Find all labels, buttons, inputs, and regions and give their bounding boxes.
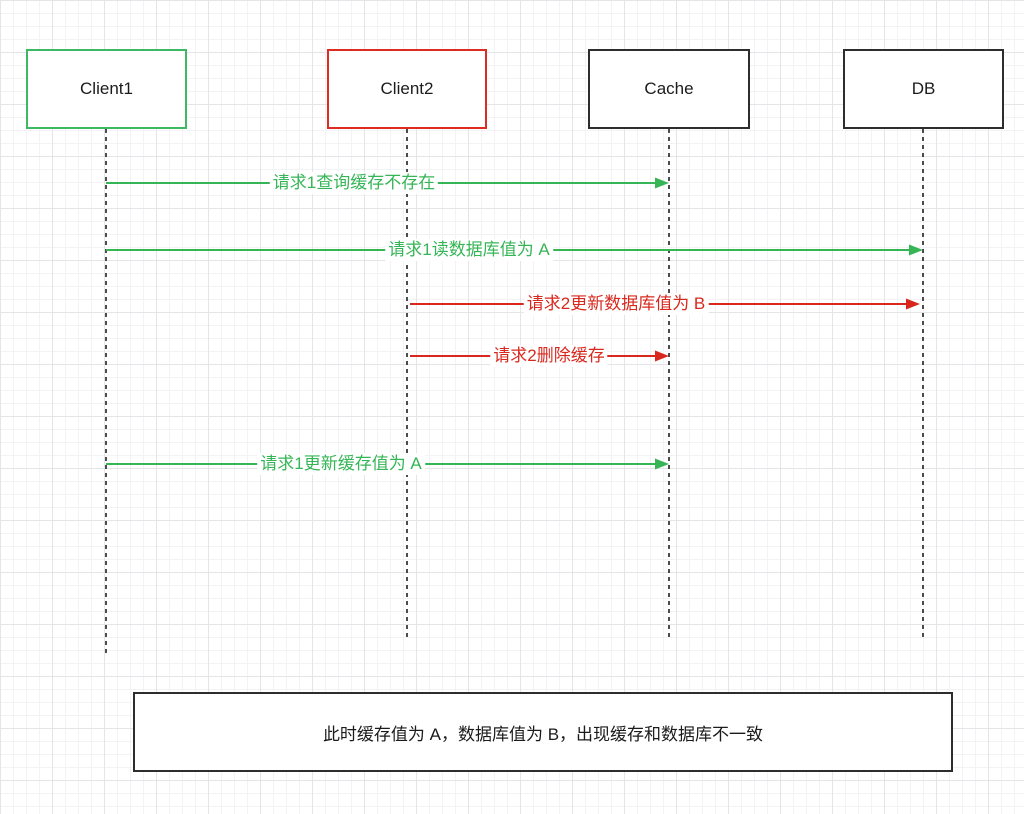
message-label-4: 请求2删除缓存 <box>490 345 608 367</box>
message-label-5: 请求1更新缓存值为 A <box>257 453 425 475</box>
actor-label-client2: Client2 <box>380 79 434 98</box>
actor-box-db: DB <box>843 49 1004 129</box>
note-text: 此时缓存值为 A，数据库值为 B，出现缓存和数据库不一致 <box>322 724 764 744</box>
note-box: 此时缓存值为 A，数据库值为 B，出现缓存和数据库不一致 <box>133 692 953 772</box>
message-label-1: 请求1查询缓存不存在 <box>269 172 439 194</box>
actor-box-client2: Client2 <box>327 49 487 129</box>
lifelines <box>105 129 924 654</box>
actor-label-cache: Cache <box>644 79 694 98</box>
actor-label-db: DB <box>911 79 936 98</box>
message-label-2: 请求1读数据库值为 A <box>385 239 553 261</box>
actor-box-client1: Client1 <box>26 49 187 129</box>
actor-label-client1: Client1 <box>80 79 133 98</box>
message-label-3: 请求2更新数据库值为 B <box>523 293 709 315</box>
actor-box-cache: Cache <box>588 49 750 129</box>
